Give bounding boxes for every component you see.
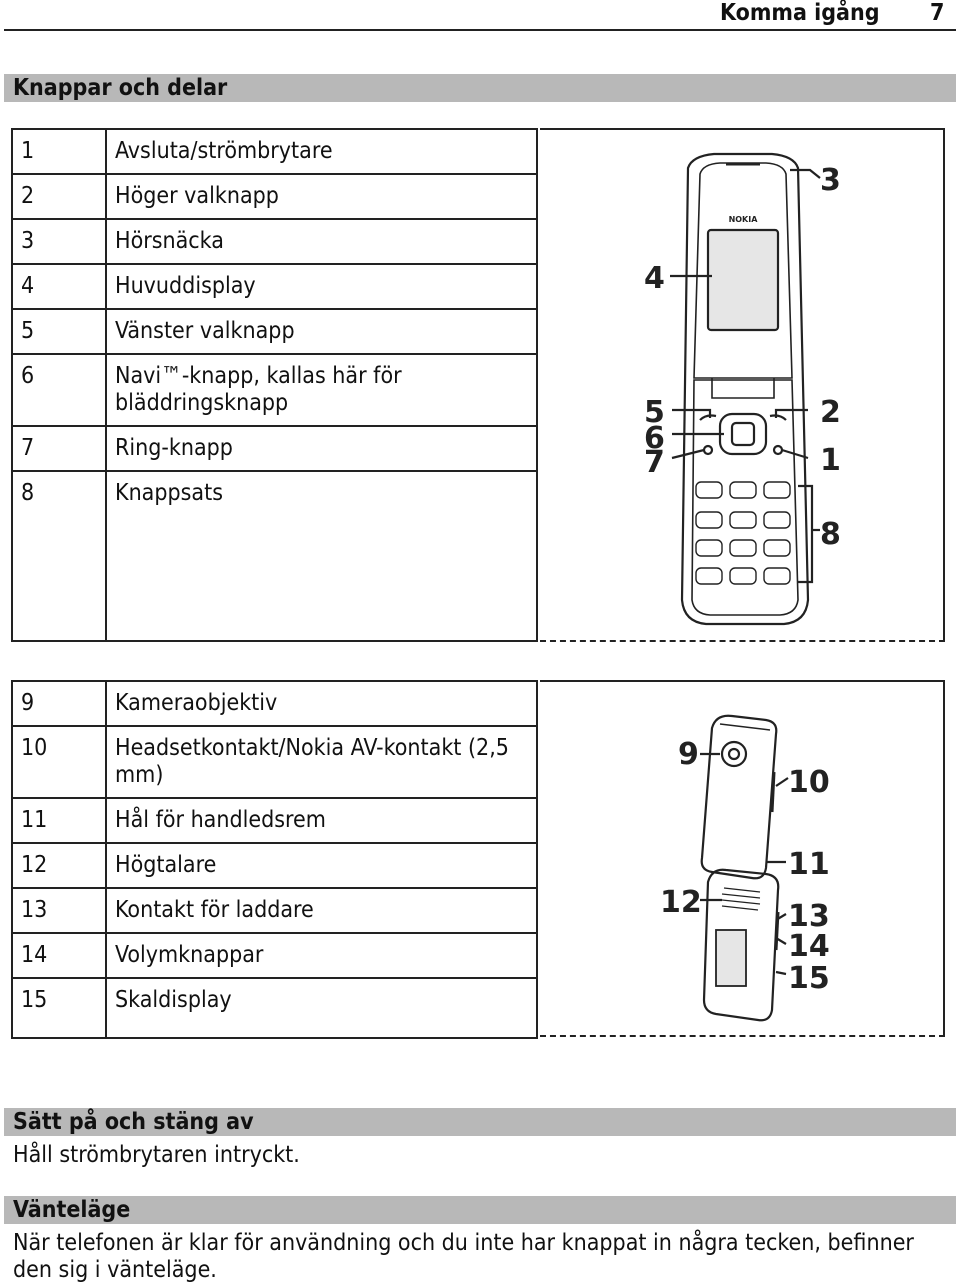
part-number: 11 bbox=[12, 798, 107, 844]
callout-14: 14 bbox=[788, 929, 830, 964]
part-number: 14 bbox=[12, 933, 107, 979]
section-heading-power: Sätt på och stäng av bbox=[4, 1108, 956, 1136]
part-label: Navi™-knapp, kallas här för bläddringskn… bbox=[106, 354, 538, 427]
callout-13: 13 bbox=[788, 899, 830, 934]
part-label: Avsluta/strömbrytare bbox=[106, 129, 538, 175]
part-label: Höger valknapp bbox=[106, 174, 538, 220]
callout-12: 12 bbox=[660, 885, 702, 920]
section-heading-parts-text: Knappar och delar bbox=[13, 75, 228, 101]
part-label: Högtalare bbox=[106, 843, 538, 889]
header-rule bbox=[4, 29, 956, 31]
part-number: 13 bbox=[12, 888, 107, 934]
part-label: Ring-knapp bbox=[106, 426, 538, 472]
callout-8: 8 bbox=[820, 517, 841, 552]
part-number: 4 bbox=[12, 264, 107, 310]
callout-10: 10 bbox=[788, 765, 830, 800]
part-number: 3 bbox=[12, 219, 107, 265]
page-number: 7 bbox=[930, 0, 945, 26]
callout-11: 11 bbox=[788, 847, 830, 882]
back-phone-illustration: 9 10 11 12 13 14 15 bbox=[660, 714, 830, 1022]
running-header-title: Komma igång bbox=[720, 0, 880, 26]
callout-9: 9 bbox=[678, 737, 699, 772]
part-number: 1 bbox=[12, 129, 107, 175]
front-phone-illustration: NOKIA 3 4 5 2 6 1 7 8 bbox=[644, 152, 841, 626]
part-label: Knappsats bbox=[106, 471, 538, 641]
part-number: 7 bbox=[12, 426, 107, 472]
section-heading-standby-text: Vänteläge bbox=[13, 1197, 131, 1223]
part-number: 5 bbox=[12, 309, 107, 355]
part-number: 12 bbox=[12, 843, 107, 889]
section-heading-parts: Knappar och delar bbox=[4, 74, 956, 102]
part-number: 6 bbox=[12, 354, 107, 427]
part-number: 2 bbox=[12, 174, 107, 220]
section-heading-power-text: Sätt på och stäng av bbox=[13, 1109, 254, 1135]
part-number: 8 bbox=[12, 471, 107, 641]
callout-2: 2 bbox=[820, 395, 841, 430]
part-number: 15 bbox=[12, 978, 107, 1038]
callout-1: 1 bbox=[820, 443, 841, 478]
part-label: Hål för handledsrem bbox=[106, 798, 538, 844]
standby-text-line-1: När telefonen är klar för användning och… bbox=[13, 1230, 914, 1256]
callout-15: 15 bbox=[788, 961, 830, 996]
part-label: Volymknappar bbox=[106, 933, 538, 979]
part-label: Kameraobjektiv bbox=[106, 681, 538, 727]
part-label: Kontakt för laddare bbox=[106, 888, 538, 934]
callout-4: 4 bbox=[644, 261, 665, 296]
part-number: 9 bbox=[12, 681, 107, 727]
standby-text-line-2: den sig i vänteläge. bbox=[13, 1257, 217, 1283]
back-phone-figure: 9 10 11 12 13 14 15 bbox=[540, 680, 945, 1037]
front-phone-figure: NOKIA 3 4 5 2 6 1 7 8 bbox=[540, 128, 945, 642]
phone-brand-label: NOKIA bbox=[729, 215, 759, 224]
callout-7: 7 bbox=[644, 445, 665, 480]
part-label: Skaldisplay bbox=[106, 978, 538, 1038]
callout-6: 6 bbox=[644, 421, 665, 456]
power-instruction: Håll strömbrytaren intryckt. bbox=[13, 1142, 300, 1168]
part-number: 10 bbox=[12, 726, 107, 799]
part-label: Headsetkontakt/Nokia AV-kontakt (2,5 mm) bbox=[106, 726, 538, 799]
part-label: Vänster valknapp bbox=[106, 309, 538, 355]
part-label: Huvuddisplay bbox=[106, 264, 538, 310]
callout-5: 5 bbox=[644, 395, 665, 430]
callout-3: 3 bbox=[820, 163, 841, 198]
part-label: Hörsnäcka bbox=[106, 219, 538, 265]
section-heading-standby: Vänteläge bbox=[4, 1196, 956, 1224]
